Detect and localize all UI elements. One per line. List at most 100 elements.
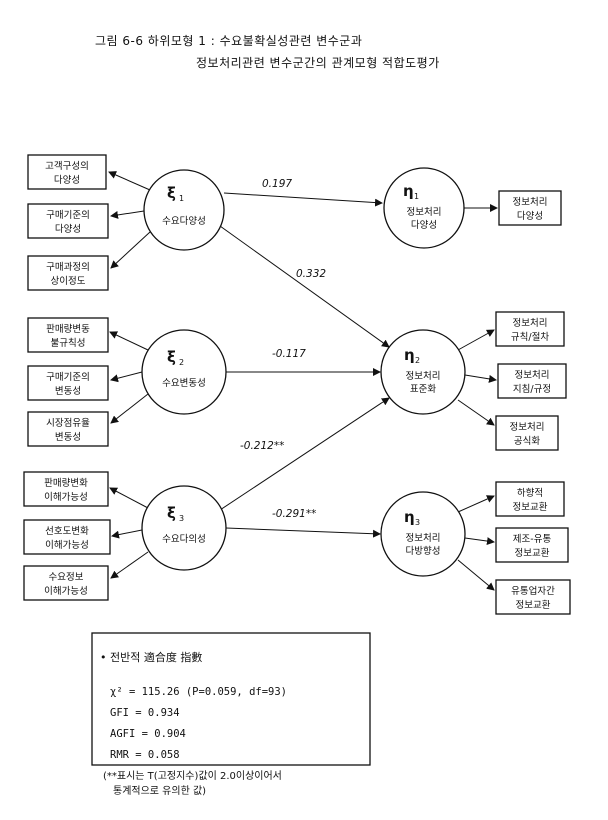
indicator-x9-line1: 수요정보: [49, 572, 84, 583]
indicator-x1-line1: 고객구성의: [45, 161, 89, 172]
indicator-y1-line2: 다양성: [517, 211, 543, 222]
footnote-line1: (**표시는 T(고정지수)값이 2.0이상이어서: [103, 770, 282, 782]
fit-index-box: • 전반적 適合度 指數 χ² = 115.26 (P=0.059, df=93…: [91, 632, 371, 766]
eta1-name-line2: 다양성: [411, 220, 437, 231]
indicator-y6: 제조-유통 정보교환: [495, 527, 569, 563]
arrow-xi1-x2: [110, 210, 145, 219]
indicator-y4-line1: 정보처리: [510, 421, 545, 433]
indicator-x6-line1: 시장점유율: [46, 417, 90, 429]
arrow-eta2-y3: [464, 374, 497, 383]
arrow-xi1-x1: [108, 171, 151, 191]
path-label-xi1-eta1: 0.197: [262, 178, 292, 190]
path-label-xi1-eta2: 0.332: [296, 268, 326, 280]
indicator-y5-line2: 정보교환: [513, 501, 548, 513]
path-xi1-eta2: [219, 225, 390, 348]
xi1-subscript: 1: [179, 194, 184, 203]
eta2-subscript: 2: [415, 356, 420, 365]
indicator-y3-line1: 정보처리: [515, 369, 550, 381]
xi3-name: 수요다의성: [162, 534, 206, 545]
arrow-eta2-y2: [457, 329, 495, 351]
xi1-name: 수요다양성: [162, 216, 206, 227]
indicator-y2-line2: 규칙/절차: [511, 331, 549, 343]
latent-eta1: [383, 167, 465, 249]
latent-eta2: [380, 329, 466, 415]
indicator-x5-line1: 구매기준의: [46, 372, 90, 383]
latent-eta3: [380, 491, 466, 577]
indicator-x7: 판매량변화 이해가능성: [23, 471, 109, 507]
indicator-y7: 유통업자간 정보교환: [495, 579, 571, 615]
indicator-x4: 판매량변동 불규칙성: [27, 317, 109, 353]
path-label-xi3-eta2: -0.212**: [240, 440, 284, 452]
indicator-x5-line2: 변동성: [55, 386, 81, 397]
indicator-y2: 정보처리 규칙/절차: [495, 311, 565, 347]
indicator-x1: 고객구성의 다양성: [27, 154, 107, 190]
indicator-x6: 시장점유율 변동성: [27, 411, 109, 447]
indicator-x8: 선호도변화 이해가능성: [23, 519, 111, 555]
figure-title-line1: 그림 6-6 하위모형 1 : 수요불확실성관련 변수군과: [95, 34, 362, 48]
indicator-y4: 정보처리 공식화: [495, 415, 559, 451]
arrow-xi1-x3: [110, 231, 151, 269]
latent-xi3: [141, 485, 227, 571]
arrow-eta2-y4: [457, 399, 495, 426]
indicator-x3: 구매과정의 상이정도: [27, 255, 109, 291]
indicator-y6-line1: 제조-유통: [513, 534, 552, 545]
xi1-symbol: ξ: [167, 184, 176, 202]
arrow-xi3-x8: [111, 529, 143, 539]
fit-rmr: RMR = 0.058: [110, 749, 180, 761]
indicator-x8-line1: 선호도변화: [45, 526, 89, 537]
fit-gfi: GFI = 0.934: [110, 707, 180, 719]
indicator-x2: 구매기준의 다양성: [27, 203, 109, 239]
eta2-name-line1: 정보처리: [406, 370, 441, 382]
indicator-x4-line1: 판매량변동: [46, 323, 90, 335]
indicator-x5: 구매기준의 변동성: [27, 365, 109, 401]
footnote-line2: 통계적으로 유의한 값): [113, 785, 206, 797]
eta3-symbol: η: [404, 508, 415, 526]
arrow-xi2-x4: [109, 331, 149, 351]
indicator-y1-line1: 정보처리: [513, 196, 548, 208]
indicator-y2-line1: 정보처리: [513, 317, 548, 329]
indicator-y4-line2: 공식화: [514, 436, 540, 447]
eta2-symbol: η: [404, 346, 415, 364]
indicator-y7-line1: 유통업자간: [511, 585, 555, 597]
path-label-xi3-eta3: -0.291**: [272, 508, 316, 520]
eta3-subscript: 3: [415, 518, 420, 527]
indicator-x9: 수요정보 이해가능성: [23, 565, 109, 601]
indicator-x8-line2: 이해가능성: [45, 539, 89, 551]
fit-title: • 전반적 適合度 指數: [100, 650, 202, 664]
indicator-x7-line2: 이해가능성: [44, 491, 88, 503]
indicator-y5-line1: 하향적: [517, 487, 543, 499]
indicator-y1: 정보처리 다양성: [498, 190, 562, 226]
indicator-y6-line2: 정보교환: [515, 547, 550, 559]
indicator-x2-line1: 구매기준의: [46, 210, 90, 221]
path-label-xi2-eta2: -0.117: [272, 348, 306, 360]
indicator-x2-line2: 다양성: [55, 224, 81, 235]
fit-agfi: AGFI = 0.904: [110, 728, 186, 740]
indicator-y7-line2: 정보교환: [516, 599, 551, 611]
eta3-name-line1: 정보처리: [406, 532, 441, 544]
indicator-x6-line2: 변동성: [55, 432, 81, 443]
eta1-symbol: η: [403, 182, 414, 200]
indicator-x3-line2: 상이정도: [51, 276, 86, 287]
arrow-eta3-y7: [457, 559, 495, 591]
indicator-y5: 하향적 정보교환: [495, 481, 565, 517]
figure-title-line2: 정보처리관련 변수군간의 관계모형 적합도평가: [196, 56, 440, 70]
arrow-eta3-y6: [464, 537, 495, 546]
arrow-xi3-x9: [110, 551, 149, 579]
eta2-name-line2: 표준화: [410, 384, 436, 395]
eta1-subscript: 1: [414, 192, 419, 201]
xi2-subscript: 2: [179, 358, 184, 367]
path-xi3-eta2: [219, 397, 390, 511]
xi3-symbol: ξ: [167, 504, 176, 522]
eta3-name-line2: 다방향성: [406, 545, 441, 557]
arrow-eta3-y5: [457, 495, 495, 513]
xi3-subscript: 3: [179, 514, 184, 523]
arrow-xi2-x5: [110, 371, 143, 383]
fit-chi-square: χ² = 115.26 (P=0.059, df=93): [110, 686, 287, 698]
eta1-name-line1: 정보처리: [407, 206, 442, 218]
path-xi3-eta3: [225, 527, 381, 538]
indicator-y3-line2: 지침/규정: [513, 384, 551, 395]
indicator-x9-line2: 이해가능성: [44, 585, 88, 597]
indicator-x3-line1: 구매과정의: [46, 262, 90, 273]
indicator-x4-line2: 불규칙성: [51, 338, 86, 349]
